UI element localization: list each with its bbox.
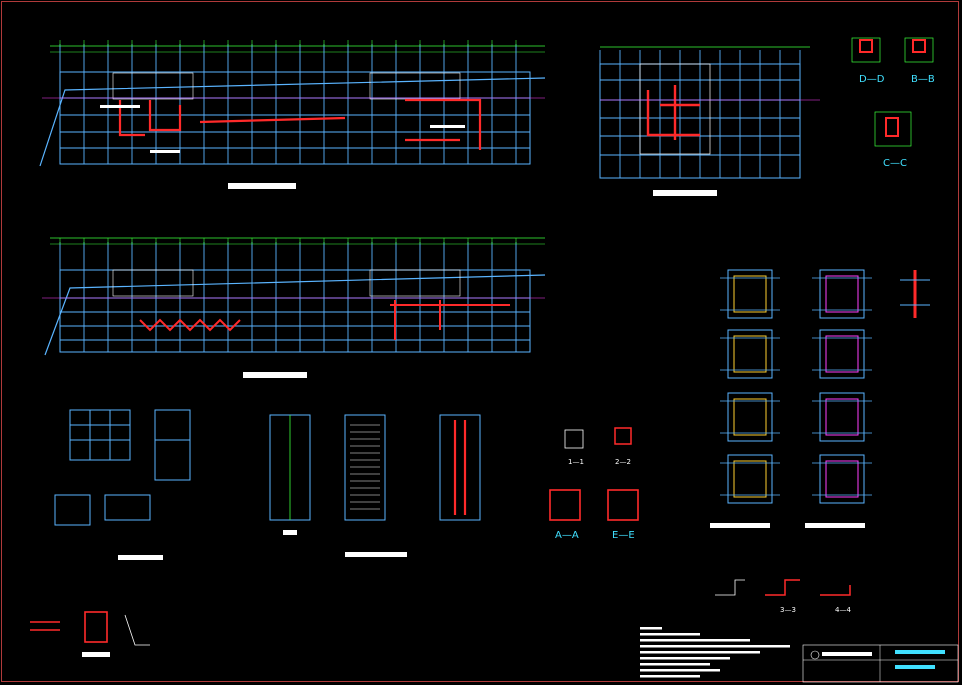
elevation-right-column — [812, 269, 872, 504]
section-label-bb: B—B — [911, 74, 935, 85]
plan-title-3 — [243, 372, 307, 378]
section-label-2-2: 2—2 — [615, 458, 631, 466]
section-label-dd: D—D — [859, 74, 885, 85]
title-block — [802, 644, 959, 683]
section-label-e-e: E—E — [612, 530, 635, 541]
company-logo-icon — [810, 650, 820, 660]
plan-top-left — [39, 40, 546, 189]
plan-top-right — [599, 46, 820, 196]
section-detail-cc: C—C — [874, 111, 912, 169]
section-label-a-a: A—A — [555, 530, 579, 541]
plan-title-2 — [653, 190, 717, 196]
section-details-center: 1—1 2—2 A—A E—E — [549, 427, 639, 541]
section-label-3-3: 3—3 — [780, 606, 796, 614]
detail-plan-lower-left — [54, 409, 191, 560]
section-label-4-4: 4—4 — [835, 606, 851, 614]
stair-plans-middle — [269, 414, 481, 557]
plan-title-1 — [228, 183, 296, 189]
section-detail-bb: B—B — [904, 37, 935, 85]
section-detail-dd: D—D — [851, 37, 885, 85]
section-label-1-1: 1—1 — [568, 458, 584, 466]
general-notes-block — [640, 627, 790, 678]
elevation-left-column — [720, 269, 780, 504]
elevation-title-right — [805, 523, 865, 528]
column-detail-right — [900, 270, 930, 318]
elevation-title-left — [710, 523, 770, 528]
plan-middle-left — [42, 237, 546, 378]
detail-bottom-left — [30, 611, 150, 657]
section-label-cc: C—C — [883, 158, 907, 169]
section-details-lower-right: 3—3 4—4 — [715, 579, 851, 614]
